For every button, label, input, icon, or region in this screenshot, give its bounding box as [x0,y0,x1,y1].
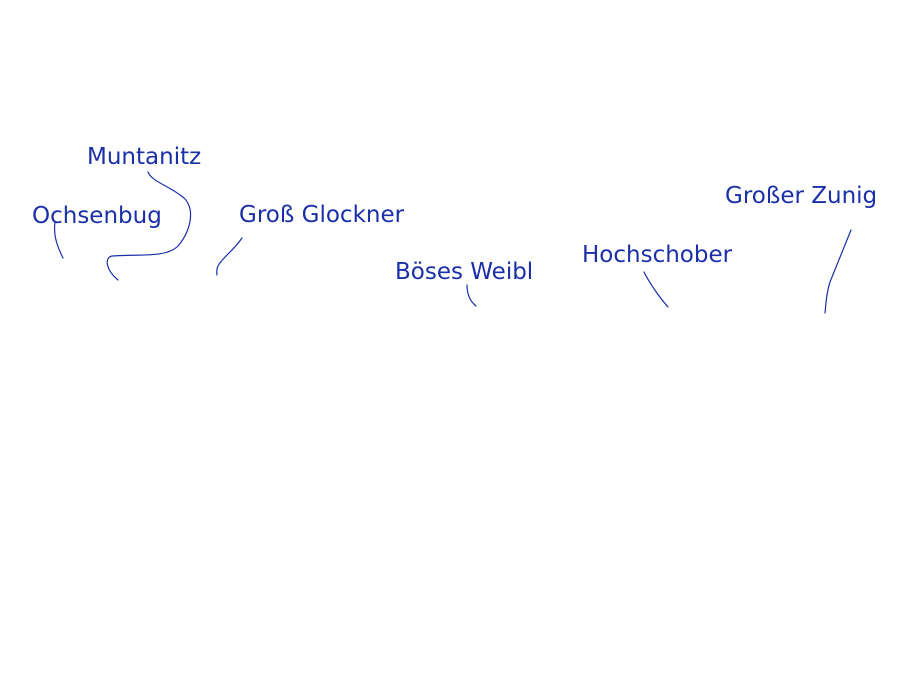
peak-label-muntanitz: Muntanitz [87,144,202,170]
leader-line-ochsenbug [53,221,64,259]
leader-line-boeses-weibl [466,284,477,307]
peak-label-gross-glockner: Groß Glockner [239,202,405,228]
leader-line-muntanitz [106,171,192,281]
leader-line-grosser-zunig [824,229,852,314]
peak-label-hochschober: Hochschober [582,242,733,268]
leader-line-gross-glockner [216,237,243,276]
peak-label-boeses-weibl: Böses Weibl [395,259,534,285]
peak-label-grosser-zunig: Großer Zunig [725,183,878,209]
peak-label-ochsenbug: Ochsenbug [32,203,162,229]
leader-line-hochschober [643,271,669,308]
